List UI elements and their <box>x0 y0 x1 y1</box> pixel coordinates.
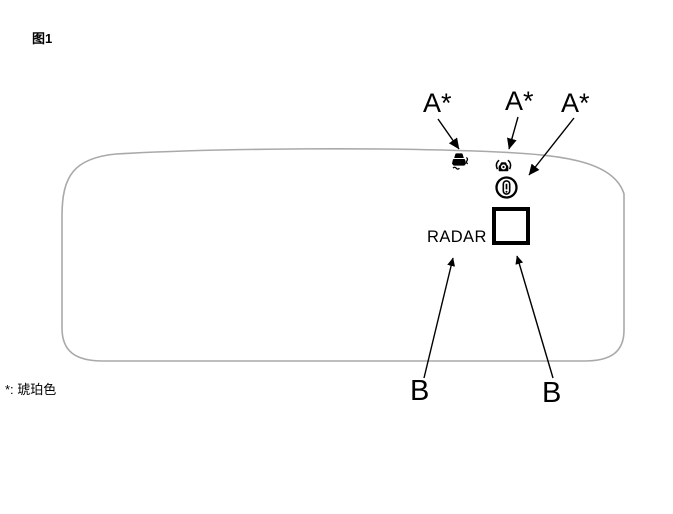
callout-label-a1: A* <box>423 88 452 118</box>
callout-label-a3: A* <box>561 88 590 118</box>
callout-arrow-b1 <box>423 257 456 379</box>
radar-unit-box <box>492 207 530 245</box>
callout-label-a2: A* <box>505 86 534 116</box>
callout-label-b2: B <box>542 377 562 409</box>
radar-label: RADAR <box>427 228 487 246</box>
slip-indicator-icon <box>452 153 469 170</box>
tire-pressure-warning-icon <box>495 176 518 199</box>
figure-title: 图1 <box>32 31 53 46</box>
callout-label-b1: B <box>410 375 430 407</box>
amber-footnote: *: 琥珀色 <box>5 382 57 397</box>
cluster-outline <box>61 148 625 362</box>
callout-arrow-a3 <box>528 117 575 176</box>
callout-arrow-a1 <box>437 118 460 150</box>
pre-collision-warning-icon <box>495 159 512 172</box>
callout-arrow-b2 <box>515 255 554 379</box>
callout-arrow-a2 <box>507 116 519 150</box>
